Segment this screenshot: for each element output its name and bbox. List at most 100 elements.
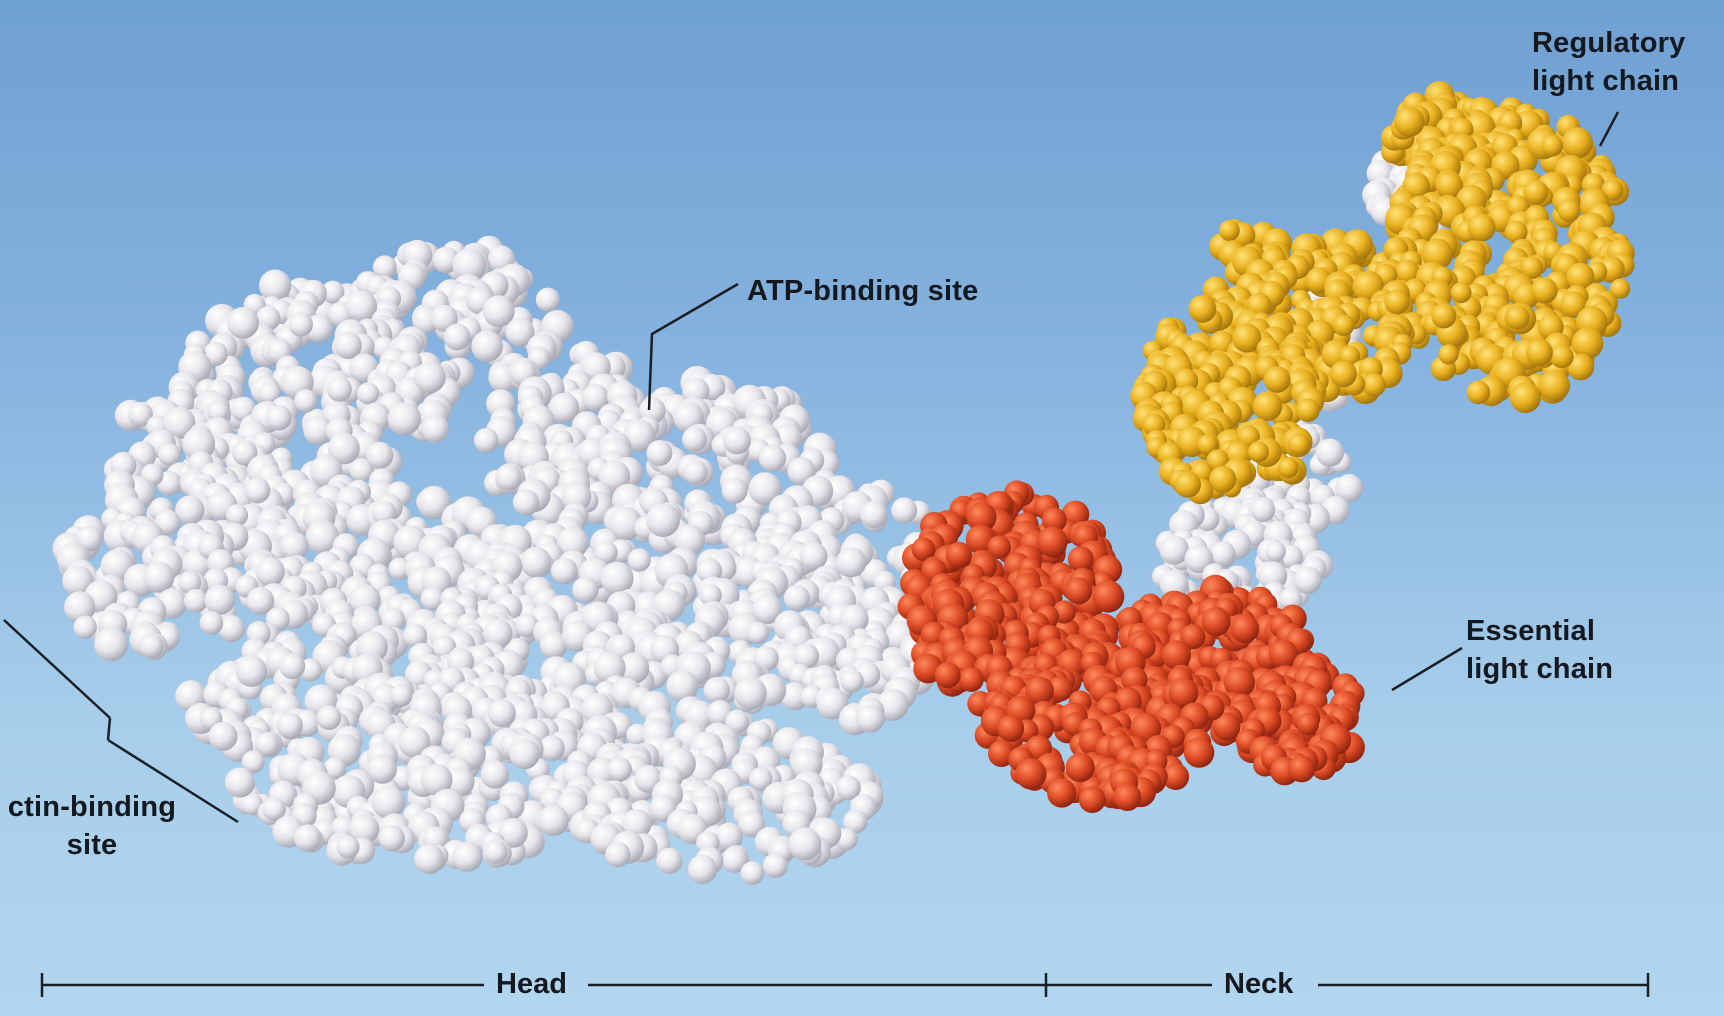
atom-sphere [326, 376, 352, 402]
atom-sphere [997, 715, 1025, 742]
atom-sphere [259, 269, 292, 302]
atom-sphere [1263, 366, 1291, 393]
atom-sphere [1315, 438, 1344, 467]
atom-sphere [856, 704, 885, 733]
atom-sphere [1505, 305, 1530, 330]
atom-sphere [746, 621, 770, 644]
atom-sphere [520, 546, 552, 578]
atom-sphere [1438, 344, 1459, 365]
atom-sphere [371, 785, 406, 819]
atom-sphere [1174, 471, 1201, 498]
atom-sphere [1330, 360, 1357, 388]
atom-sphere [1296, 398, 1320, 423]
atom-sphere [1362, 373, 1386, 397]
essential-leader-line [1391, 646, 1463, 692]
atom-sphere [227, 307, 259, 339]
atom-sphere [158, 443, 181, 466]
atom-sphere [816, 687, 849, 720]
atom-sphere [1394, 106, 1425, 137]
atom-sphere [262, 797, 286, 821]
atom-sphere [860, 500, 888, 529]
atom-sphere [1209, 465, 1237, 493]
atom-sphere [537, 804, 569, 836]
atom-sphere [788, 827, 822, 861]
atom-sphere [683, 460, 708, 485]
atom-sphere [512, 489, 540, 516]
atom-sphere [1212, 712, 1241, 741]
atom-sphere [76, 525, 103, 552]
atom-sphere [1431, 303, 1457, 329]
atom-sphere [1047, 676, 1073, 702]
atom-sphere [207, 400, 230, 423]
atom-sphere [1293, 566, 1322, 594]
atom-sphere [1201, 606, 1231, 637]
atom-sphere [199, 611, 224, 635]
atom-sphere [1395, 259, 1420, 285]
atom-sphere [387, 402, 421, 436]
atom-sphere [279, 653, 306, 680]
atom-sphere [581, 384, 609, 411]
atom-sphere [420, 763, 453, 796]
atom-sphere [656, 847, 683, 874]
atom-sphere [414, 361, 446, 394]
atom-sphere [1541, 134, 1564, 157]
atom-sphere [94, 627, 129, 662]
atom-sphere [182, 427, 216, 461]
atom-sphere [1232, 323, 1262, 353]
atom-sphere [1561, 127, 1594, 159]
atom-sphere [509, 738, 540, 770]
atom-sphere [1467, 213, 1496, 242]
leader-lines [3, 111, 1650, 997]
atom-sphere [1078, 786, 1106, 813]
atom-sphere [1510, 382, 1541, 413]
atom-sphere [241, 750, 265, 774]
atom-sphere [911, 537, 936, 561]
atom-sphere [836, 775, 861, 801]
atom-sphere [484, 840, 508, 864]
atom-sphere [787, 457, 816, 486]
atom-sphere [1065, 752, 1095, 783]
atom-sphere [1296, 713, 1319, 736]
atom-sphere [758, 444, 787, 472]
atom-sphere [699, 583, 722, 607]
atom-sphere [762, 853, 788, 878]
atom-sphere [740, 861, 765, 885]
atom-sphere [1230, 614, 1260, 644]
atom-sphere [646, 503, 680, 537]
atom-sphere [703, 676, 730, 704]
atom-sphere [1531, 277, 1558, 304]
atom-sphere [327, 432, 360, 465]
atom-sphere [390, 684, 413, 707]
atom-sphere [548, 392, 580, 424]
atom-sphere [208, 721, 238, 751]
atom-sphere [266, 405, 292, 431]
atom-sphere [1269, 639, 1298, 669]
atom-sphere [1159, 535, 1189, 565]
atom-sphere [1265, 541, 1286, 562]
atom-sphere [452, 841, 483, 872]
atom-sphere [721, 846, 748, 873]
atom-sphere [538, 735, 565, 762]
atom-sphere [617, 652, 650, 684]
atom-sphere [1159, 569, 1189, 599]
atom-sphere [627, 548, 651, 572]
atom-sphere [204, 584, 235, 615]
atom-sphere [178, 570, 202, 594]
atom-sphere [1549, 344, 1574, 369]
atom-sphere [224, 767, 255, 798]
atom-sphere [480, 760, 509, 789]
atom-sphere [487, 699, 516, 728]
atom-sphere [752, 594, 783, 625]
atp-leader-line [647, 282, 739, 411]
atom-sphere [1247, 441, 1269, 463]
atom-sphere [232, 440, 258, 466]
atom-sphere [349, 458, 374, 483]
atom-sphere [163, 406, 196, 440]
atom-sphere [836, 547, 867, 578]
atom-sphere [235, 655, 268, 687]
atom-sphere [452, 248, 487, 282]
atom-sphere [294, 389, 318, 413]
atom-sphere [987, 535, 1011, 559]
